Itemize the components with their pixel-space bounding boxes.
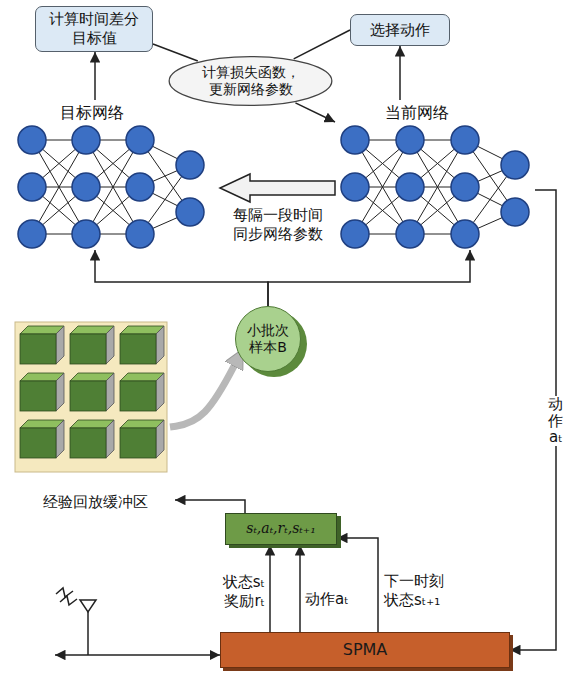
edge-label: 下一时刻 状态sₜ₊₁: [384, 572, 464, 610]
node-text: 当前网络: [385, 103, 449, 123]
neuron: [176, 198, 204, 226]
node-text: 计算损失函数， 更新网络参数: [180, 64, 321, 99]
spma-box: SPMA: [220, 632, 510, 668]
cube-side: [106, 373, 114, 411]
neuron: [126, 173, 154, 201]
connector: [153, 44, 198, 61]
cube-front: [20, 428, 56, 458]
neural-net: [18, 126, 204, 248]
cube-side: [156, 420, 164, 458]
neuron: [396, 220, 424, 248]
process-box: 选择动作: [350, 14, 450, 46]
edge-label: 每隔一段时间 同步网络参数: [222, 206, 334, 244]
neuron: [451, 126, 479, 154]
node-text: sₜ,aₜ,rₜ,sₜ₊₁: [246, 520, 316, 538]
neuron: [176, 151, 204, 179]
connector: [95, 250, 268, 306]
cube-front: [70, 428, 106, 458]
connector: [294, 30, 350, 59]
node-text: 目标网络: [60, 103, 124, 123]
connector: [175, 500, 245, 513]
cube-front: [120, 428, 156, 458]
cube-front: [70, 334, 106, 364]
process-ellipse: 计算损失函数， 更新网络参数: [168, 55, 333, 107]
node-text: 经验回放缓冲区: [43, 493, 148, 512]
antenna-symbol: [56, 588, 96, 655]
cube-front: [20, 381, 56, 411]
radio-link: [55, 654, 220, 656]
node-text: SPMA: [343, 640, 388, 660]
transition-box: sₜ,aₜ,rₜ,sₜ₊₁: [225, 513, 337, 545]
edge-label: 动作aₜ: [305, 590, 367, 609]
connector: [268, 250, 470, 306]
sync-arrow: [220, 174, 335, 202]
neuron: [451, 173, 479, 201]
cube-front: [120, 381, 156, 411]
cube-front: [120, 334, 156, 364]
node-text: 选择动作: [370, 21, 430, 40]
node-text: 小批次 样本B: [236, 322, 300, 357]
sample-circle: 小批次 样本B: [235, 306, 301, 372]
neuron: [501, 198, 529, 226]
neuron: [72, 220, 100, 248]
neuron: [396, 173, 424, 201]
cube-side: [106, 326, 114, 364]
neuron: [126, 126, 154, 154]
neuron: [341, 173, 369, 201]
cube-side: [106, 420, 114, 458]
neuron: [451, 220, 479, 248]
connector: [299, 545, 301, 632]
target-network: 目标网络: [15, 100, 220, 250]
cube-front: [20, 334, 56, 364]
ellipse-shape: [169, 57, 332, 106]
process-box: 计算时间差分 目标值: [35, 6, 153, 52]
cube-side: [156, 326, 164, 364]
cube-side: [56, 420, 64, 458]
edge-label: 状态sₜ 奖励rₜ: [205, 573, 265, 611]
cube-side: [56, 373, 64, 411]
connector: [94, 52, 96, 100]
current-network: 当前网络: [335, 100, 535, 250]
connector: [399, 46, 401, 100]
neuron: [341, 220, 369, 248]
node-text: 计算时间差分 目标值: [42, 10, 146, 48]
connector: [295, 103, 335, 122]
neuron: [18, 173, 46, 201]
neuron: [18, 220, 46, 248]
neuron: [72, 126, 100, 154]
buffer-grid: [15, 322, 167, 472]
sampling-arrow: [170, 356, 239, 427]
cube-side: [156, 373, 164, 411]
connector: [337, 538, 378, 632]
edge-label: 动作aₜ: [546, 396, 566, 446]
cube-side: [56, 326, 64, 364]
neuron: [126, 220, 154, 248]
neural-net: [341, 126, 529, 248]
buffer-ground: [15, 322, 167, 472]
neuron: [396, 126, 424, 154]
replay-buffer: 经验回放缓冲区: [15, 322, 175, 512]
neuron: [18, 126, 46, 154]
cube-front: [70, 381, 106, 411]
connector: [269, 545, 271, 632]
neuron: [501, 151, 529, 179]
neuron: [72, 173, 100, 201]
neuron: [341, 126, 369, 154]
